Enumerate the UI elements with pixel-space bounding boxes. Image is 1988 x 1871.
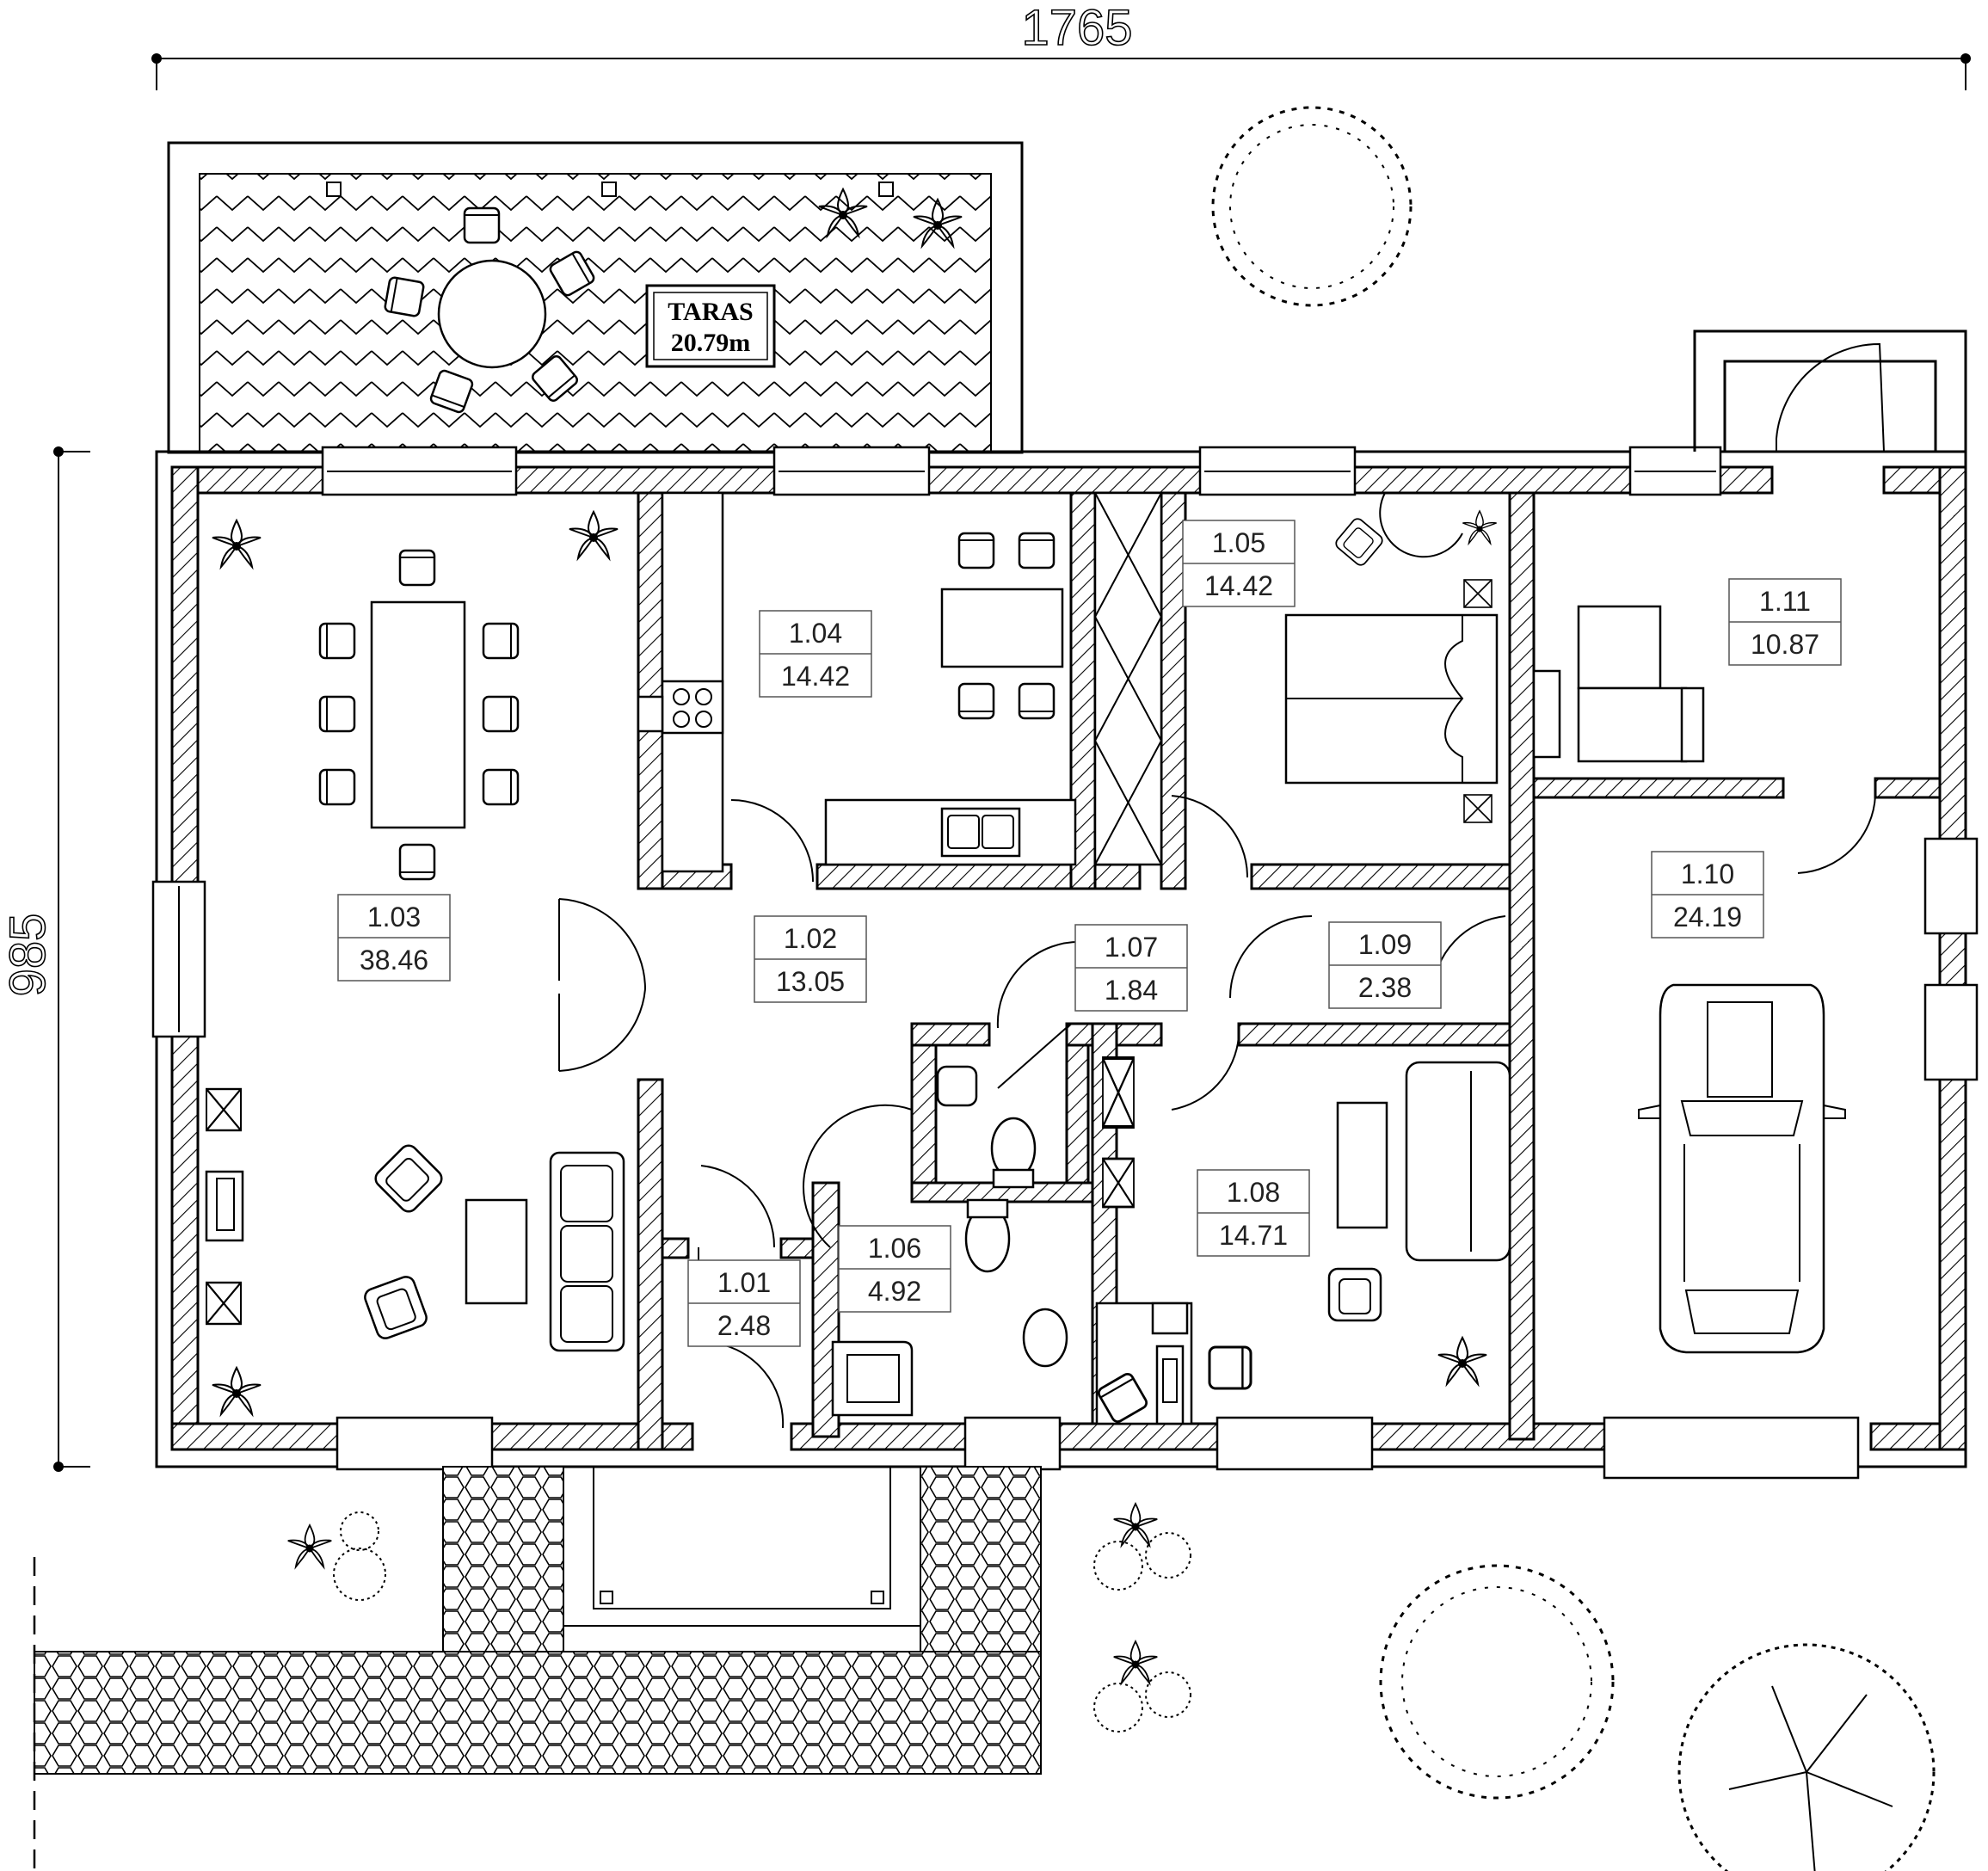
svg-text:2.38: 2.38: [1358, 972, 1412, 1003]
sink-icon: [1022, 1308, 1068, 1368]
room-label-1-01: 1.01 2.48: [687, 1259, 801, 1347]
living-plant-2: [569, 511, 619, 559]
sofa: [1405, 1061, 1511, 1262]
svg-text:10.87: 10.87: [1751, 629, 1819, 660]
terrace-name: TARAS: [668, 298, 753, 326]
car-icon: [1638, 983, 1846, 1354]
bathroom-1-06: [831, 1198, 1068, 1417]
tree-icon: [1677, 1643, 1936, 1871]
svg-text:1.06: 1.06: [868, 1233, 921, 1264]
svg-text:1.03: 1.03: [367, 902, 421, 932]
living-plant-3: [212, 1367, 262, 1415]
terrace-label: TARAS 20.79m: [645, 284, 776, 368]
svg-text:2.48: 2.48: [717, 1310, 771, 1341]
svg-text:1.05: 1.05: [1212, 527, 1265, 558]
svg-text:38.46: 38.46: [360, 945, 428, 976]
room-label-1-09: 1.09 2.38: [1328, 921, 1442, 1009]
room-plant: [1437, 1337, 1487, 1385]
wc-1-07: [936, 1023, 1072, 1189]
svg-text:24.19: 24.19: [1673, 902, 1742, 932]
svg-text:1.02: 1.02: [784, 923, 837, 954]
dining-table: [370, 600, 466, 829]
svg-text:1.10: 1.10: [1681, 859, 1734, 889]
living-plant-1: [212, 520, 262, 568]
wardrobe: [1093, 491, 1163, 866]
tree-icon: [1379, 1564, 1615, 1800]
room-1-11-furniture: [1532, 605, 1705, 763]
bush-icon: [286, 1503, 1191, 1733]
svg-text:1.09: 1.09: [1358, 929, 1412, 960]
svg-text:14.71: 14.71: [1219, 1220, 1288, 1251]
room-label-1-10: 1.10 24.19: [1651, 851, 1764, 939]
entrance-paths: [33, 1466, 1042, 1871]
height-label: 985: [0, 914, 56, 997]
svg-text:14.42: 14.42: [781, 661, 850, 692]
sofa: [549, 1151, 625, 1352]
width-dimension: 1765: [151, 0, 1971, 90]
sink-icon: [936, 1065, 978, 1107]
kitchen-furniture: [637, 491, 1077, 873]
stove-icon: [661, 680, 724, 735]
bedroom-1-05: [1284, 492, 1499, 823]
tree-icon: [1211, 106, 1413, 307]
room-label-1-08: 1.08 14.71: [1197, 1169, 1310, 1257]
width-label: 1765: [1021, 0, 1132, 56]
windows: [151, 446, 1979, 1480]
svg-text:1.11: 1.11: [1759, 586, 1811, 617]
coffee-table: [465, 1198, 528, 1305]
room-label-1-06: 1.06 4.92: [838, 1225, 951, 1313]
svg-text:14.42: 14.42: [1204, 570, 1273, 601]
room-label-1-07: 1.07 1.84: [1074, 924, 1188, 1012]
bedroom-plant: [1462, 510, 1498, 545]
room-label-1-05: 1.05 14.42: [1182, 520, 1296, 607]
terrace-table: [383, 206, 597, 415]
room-label-1-03: 1.03 38.46: [337, 894, 451, 982]
terrace: TARAS 20.79m: [167, 141, 1024, 454]
svg-text:1.07: 1.07: [1105, 932, 1158, 963]
living-room-furniture: [205, 511, 625, 1415]
room-label-1-02: 1.02 13.05: [754, 915, 867, 1003]
svg-text:1.08: 1.08: [1227, 1177, 1280, 1208]
svg-text:4.92: 4.92: [868, 1276, 921, 1307]
svg-text:13.05: 13.05: [776, 966, 845, 997]
garage-porch: [1693, 329, 1967, 452]
interior-walls: [637, 491, 1942, 1451]
room-1-08-furniture: [1095, 1056, 1511, 1425]
svg-text:1.04: 1.04: [789, 618, 842, 649]
room-label-1-04: 1.04 14.42: [759, 610, 872, 698]
height-dimension: 985: [0, 446, 90, 1472]
svg-text:1.84: 1.84: [1105, 975, 1158, 1006]
room-label-1-11: 1.11 10.87: [1728, 578, 1842, 666]
kitchen-table: [940, 588, 1064, 668]
tv-unit: [205, 1087, 244, 1326]
shower-icon: [831, 1340, 914, 1417]
svg-text:1.01: 1.01: [717, 1267, 771, 1298]
doors: [558, 795, 1876, 1429]
terrace-area: 20.79m: [671, 329, 751, 357]
